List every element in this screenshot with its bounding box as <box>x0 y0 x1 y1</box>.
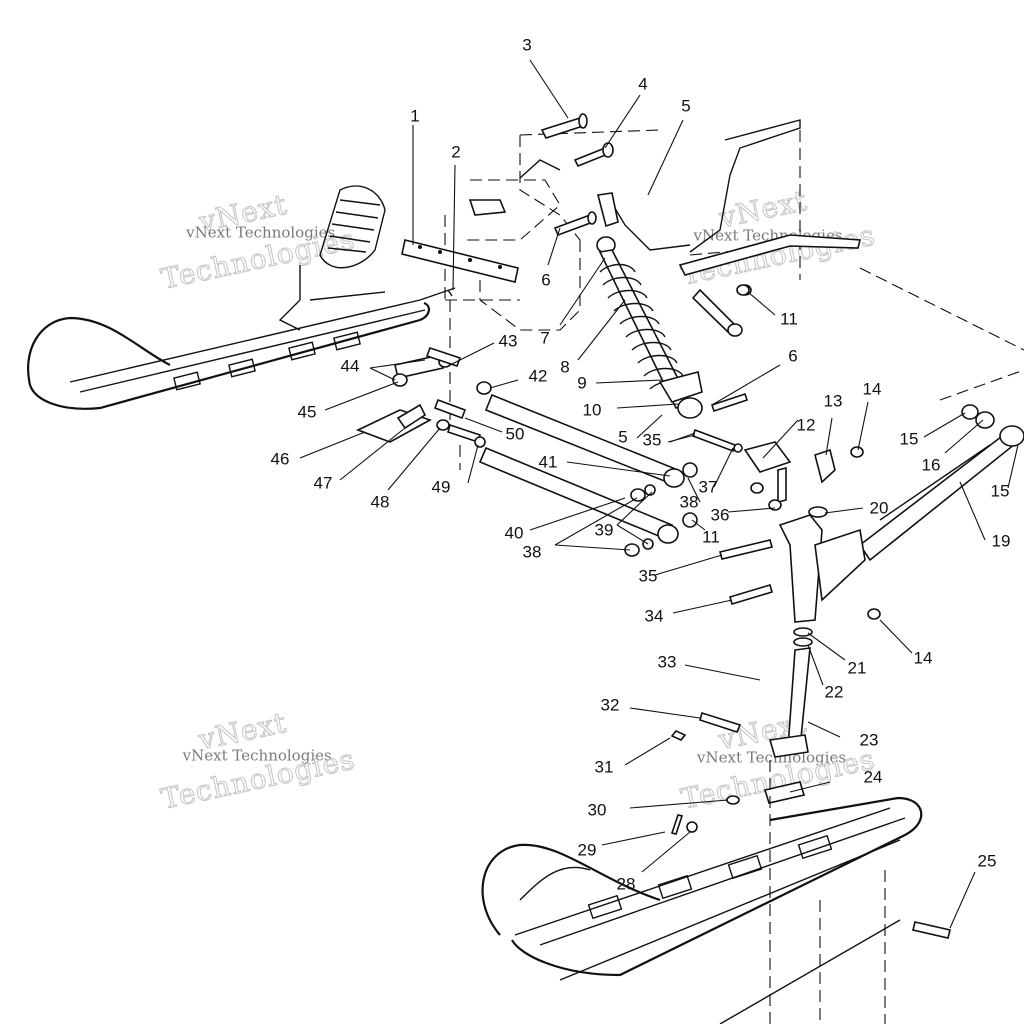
callout-35-middle: 35 <box>639 566 658 585</box>
callout-4: 4 <box>638 74 647 93</box>
callout-23: 23 <box>860 730 879 749</box>
callout-38-upper: 38 <box>680 492 699 511</box>
callout-8: 8 <box>560 357 569 376</box>
nut-11-upper <box>736 284 750 296</box>
left-suspension <box>278 185 386 331</box>
shock-absorber <box>596 236 703 419</box>
callout-2: 2 <box>451 142 460 161</box>
lower-arm-40 <box>478 446 679 544</box>
callout-25: 25 <box>978 851 997 870</box>
front-ski <box>481 711 951 1024</box>
callout-7: 7 <box>540 328 549 347</box>
callout-31: 31 <box>595 757 614 776</box>
callout-35-upper: 35 <box>643 430 662 449</box>
callout-5-lower: 5 <box>618 427 627 446</box>
callout-48: 48 <box>371 492 390 511</box>
left-ski <box>27 299 430 410</box>
mounting-plate <box>401 239 519 301</box>
callout-6-right: 6 <box>788 346 797 365</box>
shock-top-bracket <box>468 159 691 251</box>
callout-46: 46 <box>271 449 290 468</box>
callout-12: 12 <box>797 415 816 434</box>
spindle <box>750 482 866 758</box>
callout-40: 40 <box>505 523 524 542</box>
callout-24: 24 <box>864 767 883 786</box>
leader-lines <box>299 59 1019 929</box>
callout-39: 39 <box>595 520 614 539</box>
callout-11-upper: 11 <box>780 309 798 328</box>
callout-41: 41 <box>539 452 558 471</box>
callout-22: 22 <box>825 682 844 701</box>
callout-50: 50 <box>506 424 525 443</box>
left-hardware <box>355 346 492 448</box>
lower-arm-41 <box>484 393 685 488</box>
callout-6: 6 <box>541 270 550 289</box>
callout-16: 16 <box>922 455 941 474</box>
callout-15-left: 15 <box>900 429 919 448</box>
callout-21: 21 <box>848 658 867 677</box>
callout-32: 32 <box>601 695 620 714</box>
callout-49: 49 <box>432 477 451 496</box>
callout-29: 29 <box>578 840 597 859</box>
svg-text:vNext Technologies: vNext Technologies <box>696 749 846 767</box>
callout-5: 5 <box>681 96 690 115</box>
watermark-top-right: vNext vNext Technologies Technologies <box>678 183 879 292</box>
callout-34: 34 <box>645 606 664 625</box>
steering-arm-bracket <box>743 441 836 504</box>
callout-37: 37 <box>699 477 718 496</box>
callout-10: 10 <box>583 400 602 419</box>
tie-rod-upper-right <box>678 234 862 337</box>
callout-20: 20 <box>870 498 889 517</box>
callout-14-lower: 14 <box>914 648 933 667</box>
bolt-4 <box>573 142 614 168</box>
nut-14 <box>850 446 881 620</box>
callout-28: 28 <box>617 874 636 893</box>
callout-1: 1 <box>410 106 419 125</box>
upper-arm-19 <box>858 404 1024 562</box>
bolt-6-upper <box>553 211 597 237</box>
callout-19: 19 <box>992 531 1011 550</box>
bolts-35 <box>691 392 773 605</box>
callout-43: 43 <box>499 331 518 350</box>
callout-47: 47 <box>314 473 333 492</box>
callout-labels: 1 2 3 4 5 6 7 8 9 10 11 6 5 35 12 13 14 … <box>271 35 1011 893</box>
callout-11-lower: 11 <box>702 527 720 546</box>
callout-15-right: 15 <box>991 481 1010 500</box>
svg-text:vNext Technologies: vNext Technologies <box>185 224 335 242</box>
callout-42: 42 <box>529 366 548 385</box>
callout-45: 45 <box>298 402 317 421</box>
chassis-outline <box>444 119 1024 470</box>
callout-30: 30 <box>588 800 607 819</box>
bolt-3 <box>540 113 588 139</box>
callout-44: 44 <box>341 356 360 375</box>
callout-36: 36 <box>711 505 730 524</box>
callout-38-lower: 38 <box>523 542 542 561</box>
callout-9: 9 <box>577 373 586 392</box>
svg-text:vNext Technologies: vNext Technologies <box>182 746 332 764</box>
watermark-bottom-left: vNext vNext Technologies Technologies <box>158 705 359 816</box>
bushings-38-39 <box>624 443 782 557</box>
callout-33: 33 <box>658 652 677 671</box>
callout-13: 13 <box>824 391 843 410</box>
callout-14-upper: 14 <box>863 379 882 398</box>
callout-3: 3 <box>522 35 531 54</box>
